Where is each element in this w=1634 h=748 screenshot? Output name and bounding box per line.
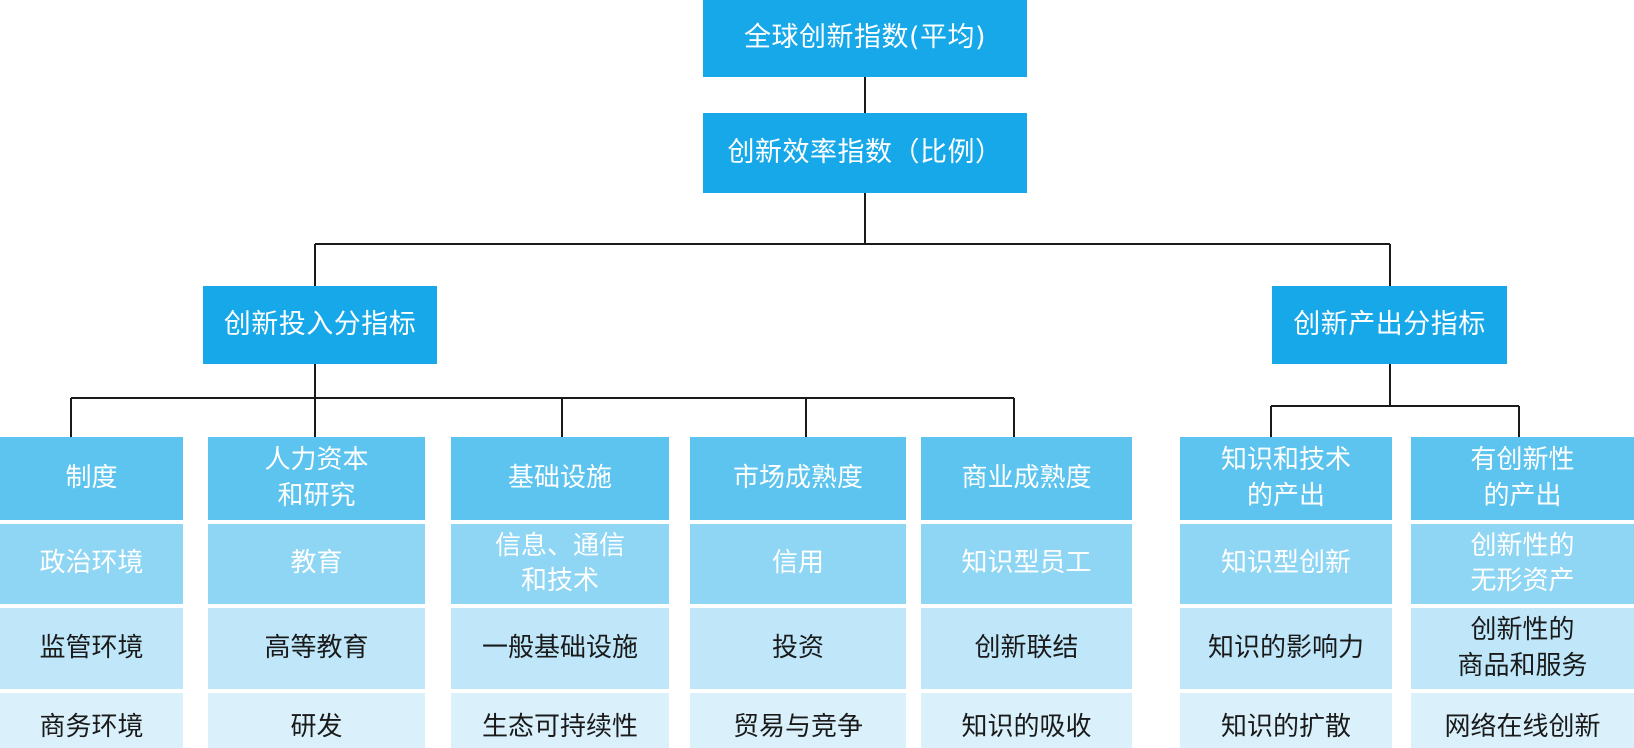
sub-node-1-1: 政治环境	[0, 524, 183, 604]
sub-label: 投资	[771, 632, 824, 663]
sub-node-7-2: 创新性的 商品和服务	[1411, 608, 1634, 689]
pillar-label: 有创新性 的产出	[1470, 445, 1575, 511]
pillar-label: 市场成熟度	[732, 462, 863, 493]
sub-label: 监管环境	[39, 632, 144, 663]
sub-label: 知识的吸收	[961, 711, 1092, 742]
sub-label: 生态可持续性	[481, 711, 638, 742]
sub-node-4-2: 投资	[690, 608, 906, 689]
branch-output-node: 创新产出分指标	[1272, 286, 1507, 364]
branch-input-label: 创新投入分指标	[223, 308, 417, 340]
pillar-node-5: 商业成熟度	[921, 437, 1132, 520]
sub-node-1-2: 监管环境	[0, 608, 183, 689]
pillar-node-1: 制度	[0, 437, 183, 520]
efficiency-node-label: 创新效率指数（比例）	[727, 136, 1003, 168]
sub-label: 创新联结	[974, 632, 1079, 663]
sub-node-6-2: 知识的影响力	[1180, 608, 1392, 689]
sub-label: 商务环境	[39, 711, 144, 742]
sub-label: 一般基础设施	[481, 632, 638, 663]
sub-label: 知识型创新	[1220, 548, 1351, 579]
sub-node-7-3: 网络在线创新	[1411, 693, 1634, 748]
sub-label: 高等教育	[264, 632, 369, 663]
sub-node-1-3: 商务环境	[0, 693, 183, 748]
sub-label: 信息、通信 和技术	[494, 530, 625, 596]
pillar-node-4: 市场成熟度	[690, 437, 906, 520]
sub-label: 知识型员工	[961, 548, 1092, 579]
pillar-label: 知识和技术 的产出	[1220, 445, 1351, 511]
pillar-node-7: 有创新性 的产出	[1411, 437, 1634, 520]
pillar-label: 人力资本 和研究	[264, 445, 369, 511]
sub-node-2-2: 高等教育	[208, 608, 425, 689]
sub-label: 知识的影响力	[1207, 632, 1364, 663]
sub-node-4-1: 信用	[690, 524, 906, 604]
efficiency-node: 创新效率指数（比例）	[703, 113, 1027, 193]
sub-node-2-3: 研发	[208, 693, 425, 748]
pillar-label: 商业成熟度	[961, 462, 1092, 493]
branch-output-label: 创新产出分指标	[1293, 308, 1486, 340]
sub-node-3-2: 一般基础设施	[451, 608, 669, 689]
sub-label: 网络在线创新	[1444, 711, 1601, 742]
root-node: 全球创新指数(平均)	[703, 0, 1027, 77]
sub-label: 贸易与竞争	[732, 711, 863, 742]
sub-node-6-3: 知识的扩散	[1180, 693, 1392, 748]
sub-node-5-2: 创新联结	[921, 608, 1132, 689]
sub-node-2-1: 教育	[208, 524, 425, 604]
sub-label: 政治环境	[39, 548, 144, 579]
sub-node-3-3: 生态可持续性	[451, 693, 669, 748]
pillar-node-3: 基础设施	[451, 437, 669, 520]
sub-label: 创新性的 无形资产	[1470, 530, 1575, 596]
root-node-label: 全球创新指数(平均)	[743, 22, 987, 54]
sub-label: 创新性的 商品和服务	[1457, 615, 1588, 681]
sub-label: 知识的扩散	[1220, 711, 1351, 742]
sub-node-7-1: 创新性的 无形资产	[1411, 524, 1634, 604]
branch-input-node: 创新投入分指标	[203, 286, 437, 364]
pillar-node-2: 人力资本 和研究	[208, 437, 425, 520]
sub-node-5-1: 知识型员工	[921, 524, 1132, 604]
sub-label: 研发	[290, 711, 343, 742]
sub-node-3-1: 信息、通信 和技术	[451, 524, 669, 604]
pillar-node-6: 知识和技术 的产出	[1180, 437, 1392, 520]
sub-node-5-3: 知识的吸收	[921, 693, 1132, 748]
sub-node-6-1: 知识型创新	[1180, 524, 1392, 604]
pillar-label: 制度	[65, 462, 118, 493]
sub-label: 信用	[771, 548, 824, 579]
sub-label: 教育	[290, 548, 343, 579]
sub-node-4-3: 贸易与竞争	[690, 693, 906, 748]
pillar-label: 基础设施	[507, 462, 612, 493]
